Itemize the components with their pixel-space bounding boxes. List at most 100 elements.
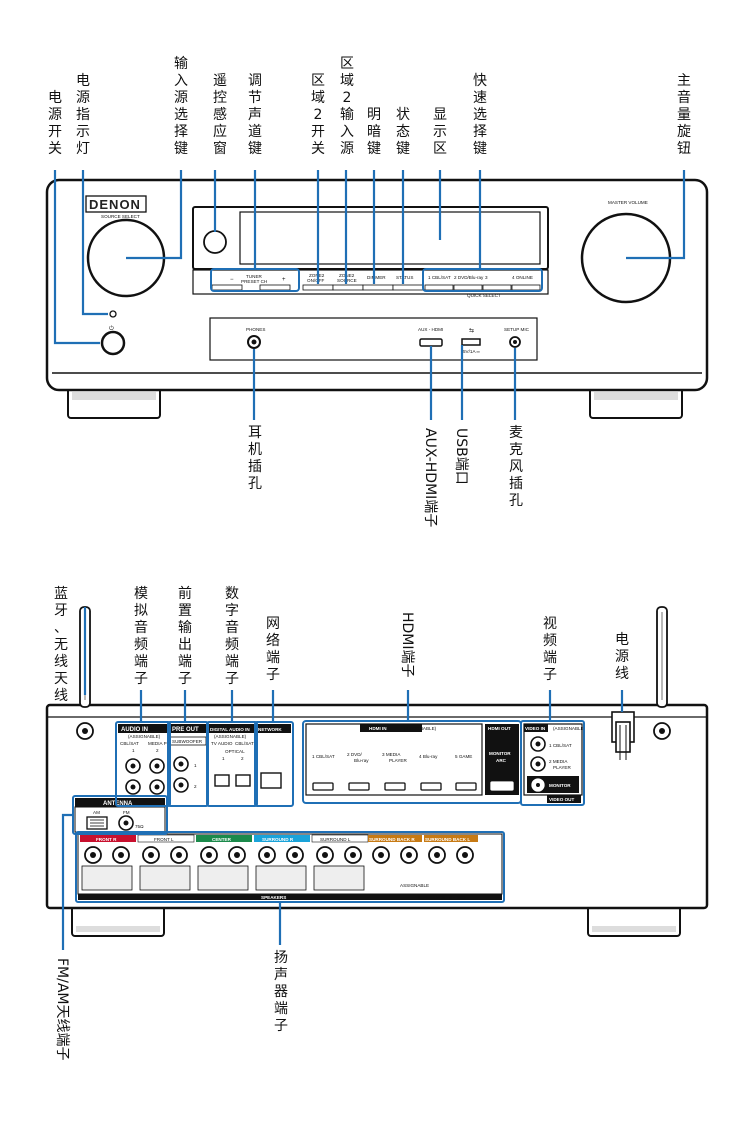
svg-text:AUX - HDMI: AUX - HDMI: [418, 327, 443, 332]
hdmi-in-2[interactable]: [348, 782, 370, 791]
label-headphone-jack: 耳机插孔: [248, 425, 262, 492]
power-symbol-icon: ⏻: [109, 325, 114, 332]
label-mic-jack: 麦克风插孔: [509, 425, 523, 509]
tuner-preset-plus-button[interactable]: [259, 284, 291, 291]
label-master-volume-knob: 主音量旋钮: [677, 73, 691, 157]
optical-in-2[interactable]: [235, 774, 251, 787]
svg-text:SPEAKERS: SPEAKERS: [261, 895, 286, 900]
svg-text:2 MEDIA: 2 MEDIA: [549, 759, 568, 764]
usb-symbol-icon: ⇆: [469, 327, 474, 334]
status-button[interactable]: [392, 284, 424, 291]
label-tune-channel: 调节声道键: [248, 73, 262, 157]
power-indicator-light: [109, 310, 117, 318]
front-leader-lines: [53, 170, 686, 420]
svg-text:DIGITAL AUDIO IN: DIGITAL AUDIO IN: [210, 727, 250, 732]
svg-text:HDMI IN: HDMI IN: [369, 726, 387, 731]
hdmi-in-5-label: 5 GAME: [455, 754, 472, 759]
ethernet-port[interactable]: [260, 772, 282, 789]
pre-out-section: PRE OUT SUBWOOFER 1 2: [169, 724, 207, 793]
label-digital-audio: 数字音频端子: [225, 586, 239, 687]
svg-text:FM: FM: [123, 810, 130, 815]
label-quick-select-keys: 快速选择键: [473, 73, 487, 157]
remote-sensor-window: [203, 230, 227, 254]
label-remote-sensor: 遥控感应窗: [213, 73, 227, 157]
svg-text:DIMMER: DIMMER: [367, 275, 386, 280]
svg-text:75Ω: 75Ω: [135, 824, 144, 829]
dimmer-button[interactable]: [362, 284, 394, 291]
svg-text:AUDIO IN: AUDIO IN: [121, 727, 148, 733]
svg-text:ON/OFF: ON/OFF: [307, 278, 325, 283]
brand-logo: DENON: [89, 197, 141, 212]
svg-text:3: 3: [485, 275, 488, 280]
svg-text:OPTICAL: OPTICAL: [225, 749, 245, 754]
svg-text:MONITOR: MONITOR: [549, 783, 571, 788]
svg-text:QUICK SELECT: QUICK SELECT: [467, 293, 501, 298]
svg-text:SURROUND BACK L: SURROUND BACK L: [425, 837, 470, 842]
svg-text:1: 1: [194, 763, 197, 768]
hdmi-in-3-label: 3 MEDIA: [382, 752, 401, 757]
svg-text:STATUS: STATUS: [396, 275, 413, 280]
svg-text:FRONT R: FRONT R: [96, 837, 117, 842]
svg-text:SURROUND L: SURROUND L: [320, 837, 351, 842]
hdmi-in-1[interactable]: [312, 782, 334, 791]
rear-labels: 蓝牙、无线天线 模拟音频端子 前置输出端子 数字音频端子 网络端子 HDMI端子…: [54, 585, 629, 1061]
quick-select-4-button[interactable]: [511, 284, 541, 291]
svg-text:Blu-ray: Blu-ray: [354, 758, 369, 763]
hdmi-in-2-label: 2 DVD/: [347, 752, 363, 757]
svg-text:2 DVD/Blu-ray: 2 DVD/Blu-ray: [454, 275, 484, 280]
svg-text:2: 2: [241, 756, 244, 761]
zone2-onoff-button[interactable]: [302, 284, 334, 291]
svg-text:CENTER: CENTER: [212, 837, 232, 842]
svg-text:PRESET CH: PRESET CH: [241, 279, 267, 284]
label-fm-am-antenna: FM/AM天线端子: [54, 958, 70, 1061]
svg-text:MONITOR: MONITOR: [489, 751, 511, 756]
hdmi-in-3[interactable]: [384, 782, 406, 791]
bt-wifi-antenna-right: [653, 606, 671, 740]
hdmi-out-monitor[interactable]: [490, 781, 514, 791]
svg-text:FRONT L: FRONT L: [154, 837, 174, 842]
svg-text:TUNER: TUNER: [246, 274, 263, 279]
svg-text:(ASSIGNABLE): (ASSIGNABLE): [404, 726, 437, 731]
svg-text:ASSIGNABLE: ASSIGNABLE: [400, 883, 429, 888]
antenna-section: ANTENNA AM FM 75Ω: [74, 798, 166, 833]
hdmi-in-4[interactable]: [420, 782, 442, 791]
power-cord: [611, 711, 635, 760]
quick-select-2-button[interactable]: [453, 284, 483, 291]
svg-text:(ASSIGNABLE): (ASSIGNABLE): [128, 734, 161, 739]
usb-port[interactable]: [461, 338, 481, 346]
label-pre-out-port: 前置输出端子: [178, 585, 192, 687]
svg-text:4 ONLINE: 4 ONLINE: [512, 275, 533, 280]
hdmi-in-5[interactable]: [455, 782, 477, 791]
svg-text:(ASSIGNABLE): (ASSIGNABLE): [214, 734, 247, 739]
svg-text:IMPEDANCE : 4 ~ 16Ω: IMPEDANCE : 4 ~ 16Ω: [418, 895, 466, 900]
svg-text:SOURCE SELECT: SOURCE SELECT: [101, 214, 140, 219]
svg-text:1: 1: [132, 748, 135, 753]
svg-text:TV AUDIO: TV AUDIO: [211, 741, 233, 746]
svg-text:2: 2: [194, 784, 197, 789]
svg-text:MEDIA PLAYER: MEDIA PLAYER: [148, 741, 182, 746]
analog-audio-section: AUDIO IN (ASSIGNABLE) CBL/SAT MEDIA PLAY…: [118, 724, 182, 795]
svg-text:ANTENNA: ANTENNA: [103, 801, 133, 807]
power-switch-button[interactable]: [100, 330, 126, 356]
label-bt-antenna: 蓝牙、无线天线: [54, 586, 68, 704]
aux-hdmi-port[interactable]: [419, 338, 443, 347]
speaker-section: SPEAKERS IMPEDANCE : 4 ~ 16Ω ASSIGNABLE …: [77, 833, 503, 900]
optical-in-1[interactable]: [214, 774, 230, 787]
speaker-terminals: [81, 846, 474, 891]
rear-leader-lines: [61, 607, 624, 950]
quick-select-3-button[interactable]: [482, 284, 512, 291]
label-display: 显示区: [433, 107, 447, 157]
network-section: NETWORK: [257, 724, 291, 789]
hdmi-in-4-label: 4 Blu-ray: [419, 754, 438, 759]
quick-select-1-button[interactable]: [424, 284, 454, 291]
tuner-preset-minus-button[interactable]: [211, 284, 243, 291]
svg-text:MASTER VOLUME: MASTER VOLUME: [608, 200, 648, 205]
label-speaker-terminals: 扬声器端子: [274, 950, 288, 1034]
label-network-port: 网络端子: [266, 616, 280, 683]
label-power-cord: 电源线: [615, 632, 629, 682]
svg-text:2: 2: [156, 748, 159, 753]
svg-text:−: −: [230, 277, 234, 283]
zone2-source-button[interactable]: [332, 284, 364, 291]
label-power-indicator: 电源指示灯: [76, 73, 90, 157]
